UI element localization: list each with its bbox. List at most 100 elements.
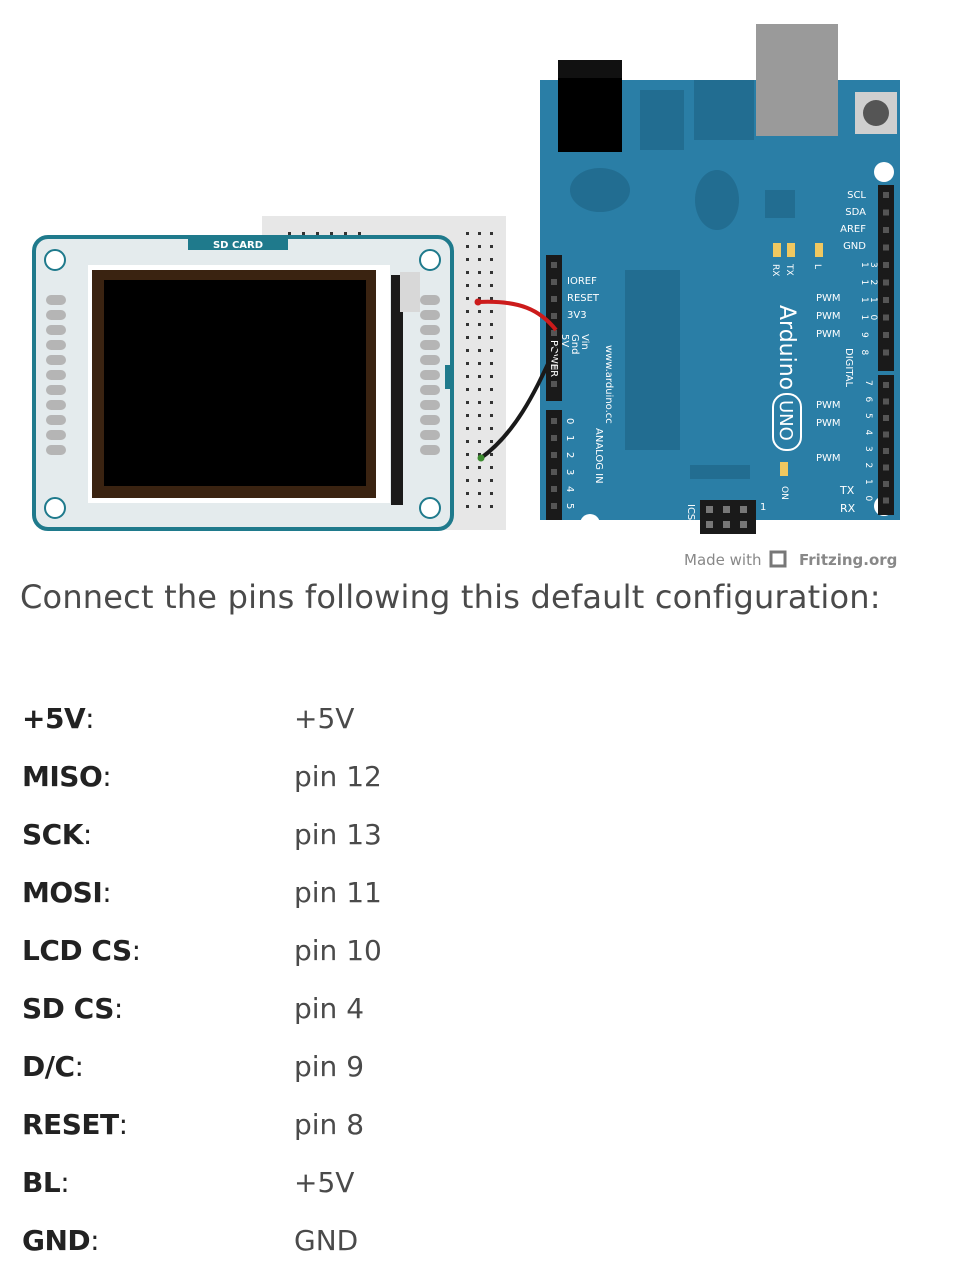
header-pin: [883, 314, 889, 321]
sd-card-label: SD CARD: [213, 240, 263, 251]
black-wire: [479, 346, 558, 460]
lcd-pin-pad: [420, 340, 440, 350]
pin-row: D/C:pin 9: [22, 1038, 622, 1096]
on-led: [780, 462, 788, 476]
icsp-pin: [740, 506, 747, 513]
breadboard-hole: [288, 232, 291, 235]
header-pin: [551, 279, 557, 285]
pin-row: SD CS: pin 4: [22, 980, 622, 1038]
digital-pin-number: 1: [859, 262, 869, 268]
pin-name-text: GND: [22, 1224, 91, 1257]
breadboard-hole: [490, 479, 493, 482]
header-pin: [883, 349, 889, 356]
header-pin: [883, 448, 889, 454]
l-led: [815, 243, 823, 257]
red-wire: [477, 299, 558, 332]
breadboard-hole: [466, 505, 469, 508]
lcd-pin-pad: [420, 430, 440, 440]
header-pin: [551, 486, 557, 492]
tx-label: TX: [839, 484, 855, 497]
header-pin: [883, 297, 889, 303]
breadboard-hole: [478, 440, 481, 443]
breadboard-holes: [288, 232, 493, 508]
breadboard-hole: [466, 388, 469, 391]
pin-colon: :: [113, 992, 123, 1025]
lcd-left-pins: [46, 295, 66, 455]
tx-led: [787, 243, 795, 257]
lcd-pin-pad: [420, 400, 440, 410]
breadboard-hole: [490, 505, 493, 508]
lcd-pin-pad: [46, 445, 66, 455]
power-label: POWER: [548, 340, 559, 377]
breadboard-hole: [478, 479, 481, 482]
digital-pin-number: 1: [868, 297, 878, 303]
pin-value: GND: [294, 1224, 359, 1257]
digital-pin-number: 0: [868, 315, 878, 321]
pwm-label: PWM: [816, 400, 841, 411]
credit-prefix: Made with: [684, 551, 761, 569]
breadboard-hole: [478, 427, 481, 430]
digital-pin-number: 3: [868, 262, 878, 268]
lcd-screen: [104, 280, 366, 486]
pwm-label: PWM: [816, 418, 841, 429]
pin-name-text: SD CS: [22, 992, 114, 1025]
header-pin: [551, 381, 557, 387]
power-pin-label: Vin: [579, 334, 590, 350]
pin-name-text: BL: [22, 1166, 61, 1199]
pin-name-text: SCK: [22, 818, 83, 851]
digital-pin-number: 3: [863, 446, 873, 452]
power-pin-label: RESET: [567, 293, 600, 304]
breadboard-hole: [478, 271, 481, 274]
breadboard-hole: [478, 375, 481, 378]
icsp-pin: [740, 521, 747, 528]
analog-pin-number: 2: [564, 452, 575, 458]
lcd-pin-pad: [420, 385, 440, 395]
pin-value: +5V: [294, 702, 355, 735]
intro-text: Connect the pins following this default …: [20, 578, 881, 616]
mount-hole: [580, 514, 600, 534]
pin-name: SD CS:: [22, 980, 123, 1038]
lcd-pin-pad: [420, 370, 440, 380]
breadboard-hole: [466, 453, 469, 456]
digital-pin-number: 6: [863, 397, 873, 403]
breadboard-hole: [466, 245, 469, 248]
icsp-label: ICSP: [685, 504, 696, 526]
rx-label: RX: [840, 502, 856, 515]
header-pin: [883, 209, 889, 216]
pin-row: SCK:pin 13: [22, 806, 622, 864]
pin-name-text: D/C: [22, 1050, 75, 1083]
breadboard-hole: [466, 375, 469, 378]
digital-header-high: [878, 185, 894, 371]
breadboard-hole: [490, 297, 493, 300]
header-pin: [551, 313, 557, 319]
pin-value: pin 4: [294, 992, 365, 1025]
power-pin-label: IOREF: [567, 276, 597, 287]
icsp-pin-label: 1: [760, 502, 766, 513]
breadboard-hole: [490, 362, 493, 365]
header-pin: [883, 262, 889, 268]
breadboard-hole: [316, 232, 319, 235]
icsp-pin: [706, 521, 713, 528]
lcd-pin-pad: [420, 325, 440, 335]
pin-colon: :: [90, 1224, 100, 1257]
breadboard-hole: [466, 362, 469, 365]
pin-name-text: MOSI: [22, 876, 103, 909]
breadboard-hole: [466, 336, 469, 339]
header-pin: [551, 330, 557, 336]
header-pin: [883, 192, 889, 198]
header-pin: [551, 452, 557, 458]
breadboard-hole: [302, 232, 305, 235]
pin-value: pin 11: [294, 876, 382, 909]
mount-hole: [44, 249, 66, 271]
pin-name: +5V:: [22, 690, 95, 748]
breadboard-hole: [478, 349, 481, 352]
analog-pin-number: 1: [564, 435, 575, 441]
header-pin: [551, 503, 557, 509]
lcd-pin-pad: [46, 310, 66, 320]
breadboard-hole: [478, 245, 481, 248]
header-pin: [883, 332, 889, 338]
header-pin: [551, 296, 557, 302]
pin-value: pin 10: [294, 934, 382, 967]
